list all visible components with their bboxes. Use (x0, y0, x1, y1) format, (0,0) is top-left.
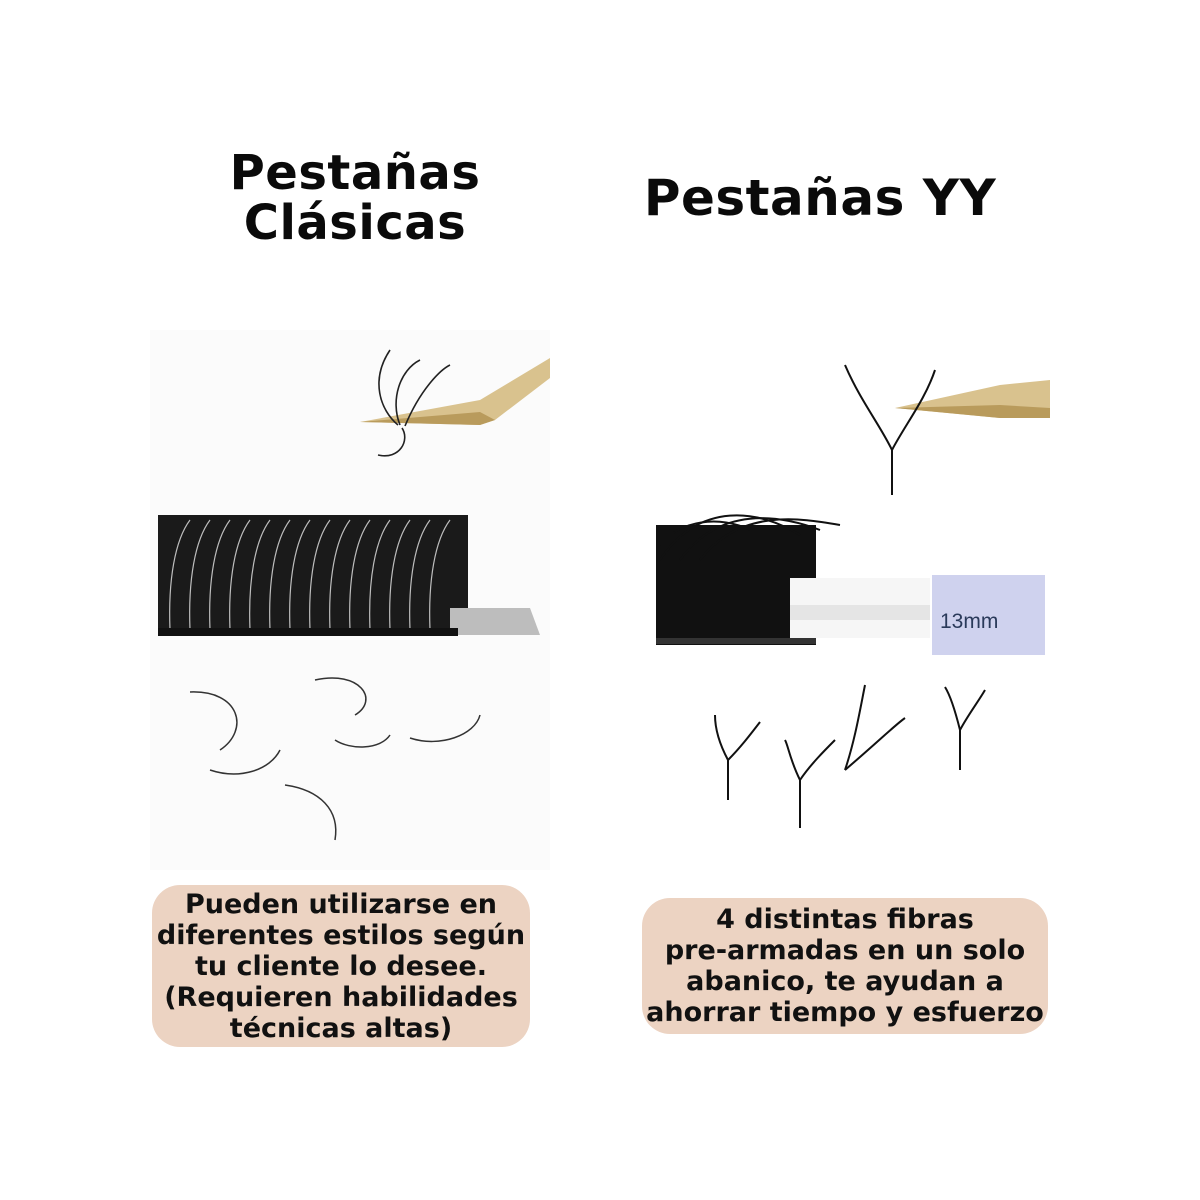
classic-caption-line: técnicas altas) (229, 1012, 453, 1044)
classic-caption-line: diferentes estilos según (156, 919, 526, 951)
classic-caption-line: tu cliente lo desee. (195, 950, 487, 982)
classic-title-line-1: Pestañas (229, 145, 481, 201)
classic-lashes-illustration (150, 330, 550, 870)
loose-lashes (189, 677, 481, 841)
tweezer-icon (895, 380, 1050, 418)
yy-lashes-illustration: 13mm (640, 330, 1050, 870)
yy-caption-line: pre-armadas en un solo (664, 935, 1026, 966)
classic-lash-strip (158, 515, 540, 636)
yy-caption-line: ahorrar tiempo y esfuerzo (646, 997, 1044, 1028)
yy-lash-icon (844, 364, 936, 495)
classic-title-line-2: Clásicas (243, 195, 467, 251)
loose-yy-lashes (714, 684, 986, 828)
length-label: 13mm (940, 610, 998, 633)
yy-caption-line: abanico, te ayudan a (686, 966, 1004, 997)
yy-lash-strip: 13mm (656, 514, 1045, 655)
classic-lashes-title: Pestañas Clásicas (205, 148, 505, 248)
yy-caption-line: 4 distintas fibras (716, 904, 974, 935)
classic-lashes-caption: Pueden utilizarse en diferentes estilos … (152, 885, 530, 1047)
single-lash-icon (377, 349, 451, 457)
classic-caption-line: (Requieren habilidades (164, 981, 518, 1013)
length-label-strip (932, 575, 1045, 655)
yy-lashes-title: Pestañas YY (643, 169, 997, 227)
classic-caption-line: Pueden utilizarse en (184, 888, 498, 920)
yy-lashes-caption: 4 distintas fibras pre-armadas en un sol… (642, 898, 1048, 1034)
